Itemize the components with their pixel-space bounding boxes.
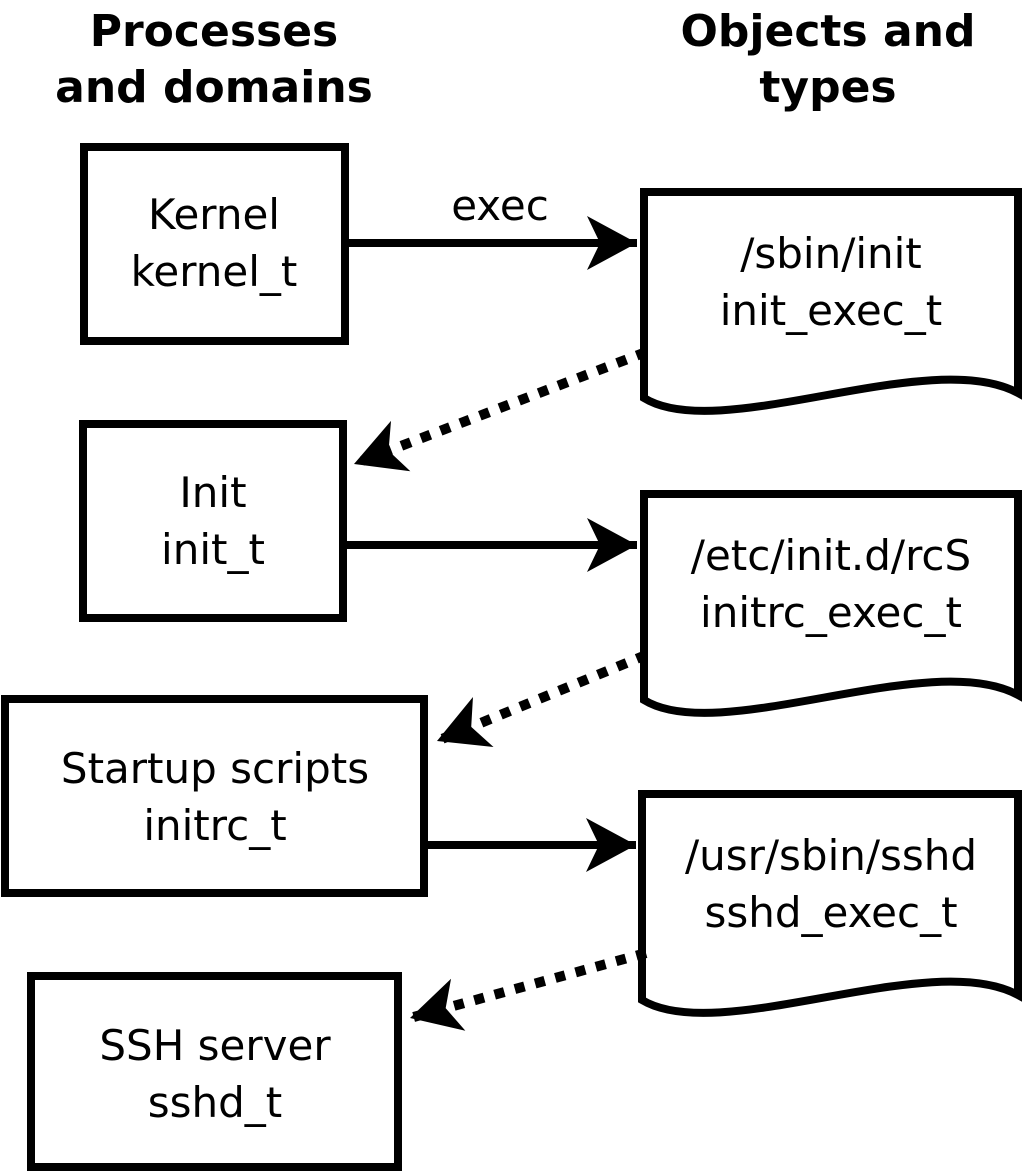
- exec-arrow-kernel-to-sbin-init: exec: [345, 181, 637, 270]
- transition-arrow-sshd-to-ssh-server: [408, 948, 648, 1031]
- sbin-init-type: init_exec_t: [720, 286, 943, 335]
- exec-label: exec: [451, 181, 549, 230]
- init-label: Init: [179, 468, 246, 517]
- startup-domain: initrc_t: [143, 801, 286, 850]
- etc-initd-rcs-path: /etc/init.d/rcS: [691, 531, 971, 580]
- header-processes-line2: and domains: [55, 62, 373, 113]
- usr-sbin-sshd-type: sshd_exec_t: [704, 888, 957, 937]
- document-shape-usr-sbin-sshd: /usr/sbin/sshd sshd_exec_t: [638, 790, 1022, 1017]
- sbin-init-doc-outline: [640, 188, 1022, 415]
- column-header-processes: Processes and domains: [55, 6, 373, 113]
- transition-arrow-sbin-init-to-init: [352, 347, 648, 472]
- etc-initd-rcs-type: initrc_exec_t: [700, 588, 962, 637]
- process-box-kernel: Kernel kernel_t: [80, 143, 349, 345]
- dotted-arrow-line-3: [408, 948, 648, 1031]
- kernel-label: Kernel: [148, 190, 280, 239]
- startup-box-rect: [1, 695, 428, 897]
- kernel-domain: kernel_t: [131, 247, 298, 296]
- document-shape-etc-initd-rcs: /etc/init.d/rcS initrc_exec_t: [640, 490, 1022, 717]
- ssh-box-rect: [27, 972, 402, 1171]
- dotted-arrow-line-1: [352, 347, 648, 472]
- init-domain: init_t: [161, 525, 265, 574]
- usr-sbin-sshd-path: /usr/sbin/sshd: [685, 831, 977, 880]
- process-box-init: Init init_t: [79, 420, 347, 622]
- header-processes-line1: Processes: [90, 6, 339, 57]
- sbin-init-path: /sbin/init: [740, 229, 922, 278]
- transition-arrow-rcs-to-startup: [435, 650, 648, 747]
- dotted-arrow-line-2: [435, 650, 648, 747]
- kernel-box-rect: [80, 143, 349, 345]
- ssh-domain: sshd_t: [148, 1078, 283, 1127]
- column-header-objects: Objects and types: [681, 6, 976, 113]
- etc-initd-rcs-doc-outline: [640, 490, 1022, 717]
- document-shape-sbin-init: /sbin/init init_exec_t: [640, 188, 1022, 415]
- init-box-rect: [79, 420, 347, 622]
- usr-sbin-sshd-doc-outline: [638, 790, 1022, 1017]
- ssh-label: SSH server: [99, 1021, 331, 1070]
- startup-label: Startup scripts: [61, 744, 369, 793]
- header-objects-line2: types: [759, 62, 896, 113]
- process-box-startup-scripts: Startup scripts initrc_t: [1, 695, 428, 897]
- header-objects-line1: Objects and: [681, 6, 976, 57]
- process-box-ssh-server: SSH server sshd_t: [27, 972, 402, 1171]
